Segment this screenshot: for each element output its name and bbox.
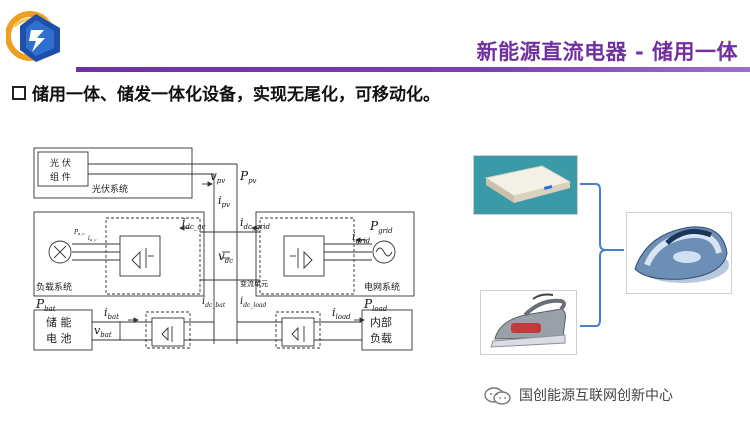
i-dc-ac-sub: dc_ac xyxy=(186,223,206,231)
svg-text:vbat: vbat xyxy=(94,324,112,339)
battery-label-1: 储 能 xyxy=(46,315,72,329)
svg-text:vdc: vdc xyxy=(218,249,233,265)
i-dc-grid-sub: dc_grid xyxy=(244,223,271,231)
v-bat-sub: bat xyxy=(100,331,112,339)
pv-module-label-2: 组 件 xyxy=(50,171,71,183)
logo-icon xyxy=(6,11,60,62)
internal-load-label-2: 负载 xyxy=(370,331,392,345)
p-bat-label: P xyxy=(35,297,45,311)
svg-text:Pa_c: Pa_c xyxy=(73,229,85,236)
grid-source-symbol xyxy=(372,240,396,264)
grid-system-box xyxy=(255,211,415,297)
i-dc-ac-label: i xyxy=(182,216,186,229)
svg-text:ibat: ibat xyxy=(104,306,119,321)
i-load-label: i xyxy=(332,306,336,319)
i-pv-sub: pv xyxy=(222,201,230,209)
converter-unit-right xyxy=(259,217,355,295)
bat-switch-box xyxy=(151,317,185,347)
cordless-iron-image xyxy=(626,212,732,294)
svg-text:idc_grid: idc_grid xyxy=(240,216,270,231)
pv-module-box xyxy=(37,151,89,187)
pv-system-label: 光伏系统 xyxy=(92,183,128,195)
converter-unit-label: 变流单元 xyxy=(240,279,268,288)
p-pv-label: P xyxy=(239,169,249,183)
i-ac-sub: a_c xyxy=(90,237,97,242)
svg-text:Pgrid: Pgrid xyxy=(369,219,393,235)
power-bank-image xyxy=(473,155,578,215)
v-dc-label: v xyxy=(218,249,225,263)
svg-text:igrid: igrid xyxy=(352,230,371,245)
p-grid-sub: grid xyxy=(378,227,393,235)
p-grid-label: P xyxy=(369,219,379,233)
battery-label-2: 电 池 xyxy=(46,332,72,345)
load-system-label: 负载系统 xyxy=(36,281,72,293)
title-divider xyxy=(76,67,750,72)
steam-iron-icon xyxy=(481,291,576,354)
i-grid-sub: grid xyxy=(356,237,371,245)
v-bat-label: v xyxy=(94,324,101,337)
svg-text:idc_bat: idc_bat xyxy=(202,296,226,309)
bat-converter-box xyxy=(145,311,191,349)
load-converter-box xyxy=(275,311,321,349)
load-system-box xyxy=(33,211,205,297)
p-load-label: P xyxy=(363,297,373,311)
svg-text:ia_c: ia_c xyxy=(88,235,97,242)
v-pv-sub: pv xyxy=(217,177,225,185)
bullet-square-icon xyxy=(12,86,26,100)
p-ac-label: P xyxy=(73,229,79,236)
bullet-text: 储用一体、储发一体化设备，实现无尾化，可移动化。 xyxy=(32,85,440,105)
power-bank-icon xyxy=(474,156,577,214)
svg-text:idc_load: idc_load xyxy=(240,296,267,309)
svg-text:idc_ac: idc_ac xyxy=(182,216,206,231)
load-switch-box xyxy=(281,317,315,347)
p-pv-sub: pv xyxy=(248,177,256,185)
igbt-switch-right xyxy=(290,248,313,270)
watermark-text: 国创能源互联网创新中心 xyxy=(519,388,673,404)
igbt-switch-left xyxy=(131,248,154,270)
i-bat-sub: bat xyxy=(108,313,120,321)
svg-text:vpv: vpv xyxy=(210,169,225,185)
p-ac-sub: a_c xyxy=(78,231,85,236)
cordless-iron-icon xyxy=(627,213,731,293)
p-bat-sub: bat xyxy=(44,305,56,313)
grouping-bracket xyxy=(580,183,624,327)
battery-box xyxy=(33,309,93,351)
i-pv-label: i xyxy=(218,194,222,207)
converter-unit-left xyxy=(105,217,201,295)
inverter-left-box xyxy=(119,235,161,277)
internal-load-box xyxy=(361,309,413,351)
i-ac-label: i xyxy=(88,235,90,242)
i-dc-load-label: i xyxy=(240,296,243,307)
svg-text:iload: iload xyxy=(332,306,351,321)
steam-iron-image xyxy=(480,290,577,355)
motor-load-symbol xyxy=(48,240,72,264)
wechat-icon xyxy=(484,387,511,405)
internal-load-label-1: 内部 xyxy=(370,315,392,329)
i-dc-bat-label: i xyxy=(202,296,205,307)
pv-module-label-1: 光 伏 xyxy=(50,157,71,169)
svg-text:Pload: Pload xyxy=(363,297,388,313)
i-dc-load-sub: dc_load xyxy=(243,302,266,309)
pv-system-box xyxy=(33,147,193,199)
svg-text:Ppv: Ppv xyxy=(239,169,257,185)
energy-system-diagram: 光 伏 组 件 光伏系统 负载系统 电网系统 变流单元 储 能 电 池 内部 负… xyxy=(33,147,415,351)
i-bat-label: i xyxy=(104,306,108,319)
inverter-right-box xyxy=(283,235,325,277)
i-grid-label: i xyxy=(352,230,356,243)
p-load-sub: load xyxy=(372,305,388,313)
grid-system-label: 电网系统 xyxy=(364,281,400,293)
svg-text:ipv: ipv xyxy=(218,194,230,209)
i-dc-grid-label: i xyxy=(240,216,244,229)
page-title: 新能源直流电器 - 储用一体 xyxy=(476,40,738,64)
i-dc-bat-sub: dc_bat xyxy=(205,302,226,309)
svg-text:Pbat: Pbat xyxy=(35,297,56,313)
i-load-sub: load xyxy=(336,313,352,321)
v-dc-sub: dc xyxy=(225,257,233,265)
v-pv-label: v xyxy=(210,169,217,183)
